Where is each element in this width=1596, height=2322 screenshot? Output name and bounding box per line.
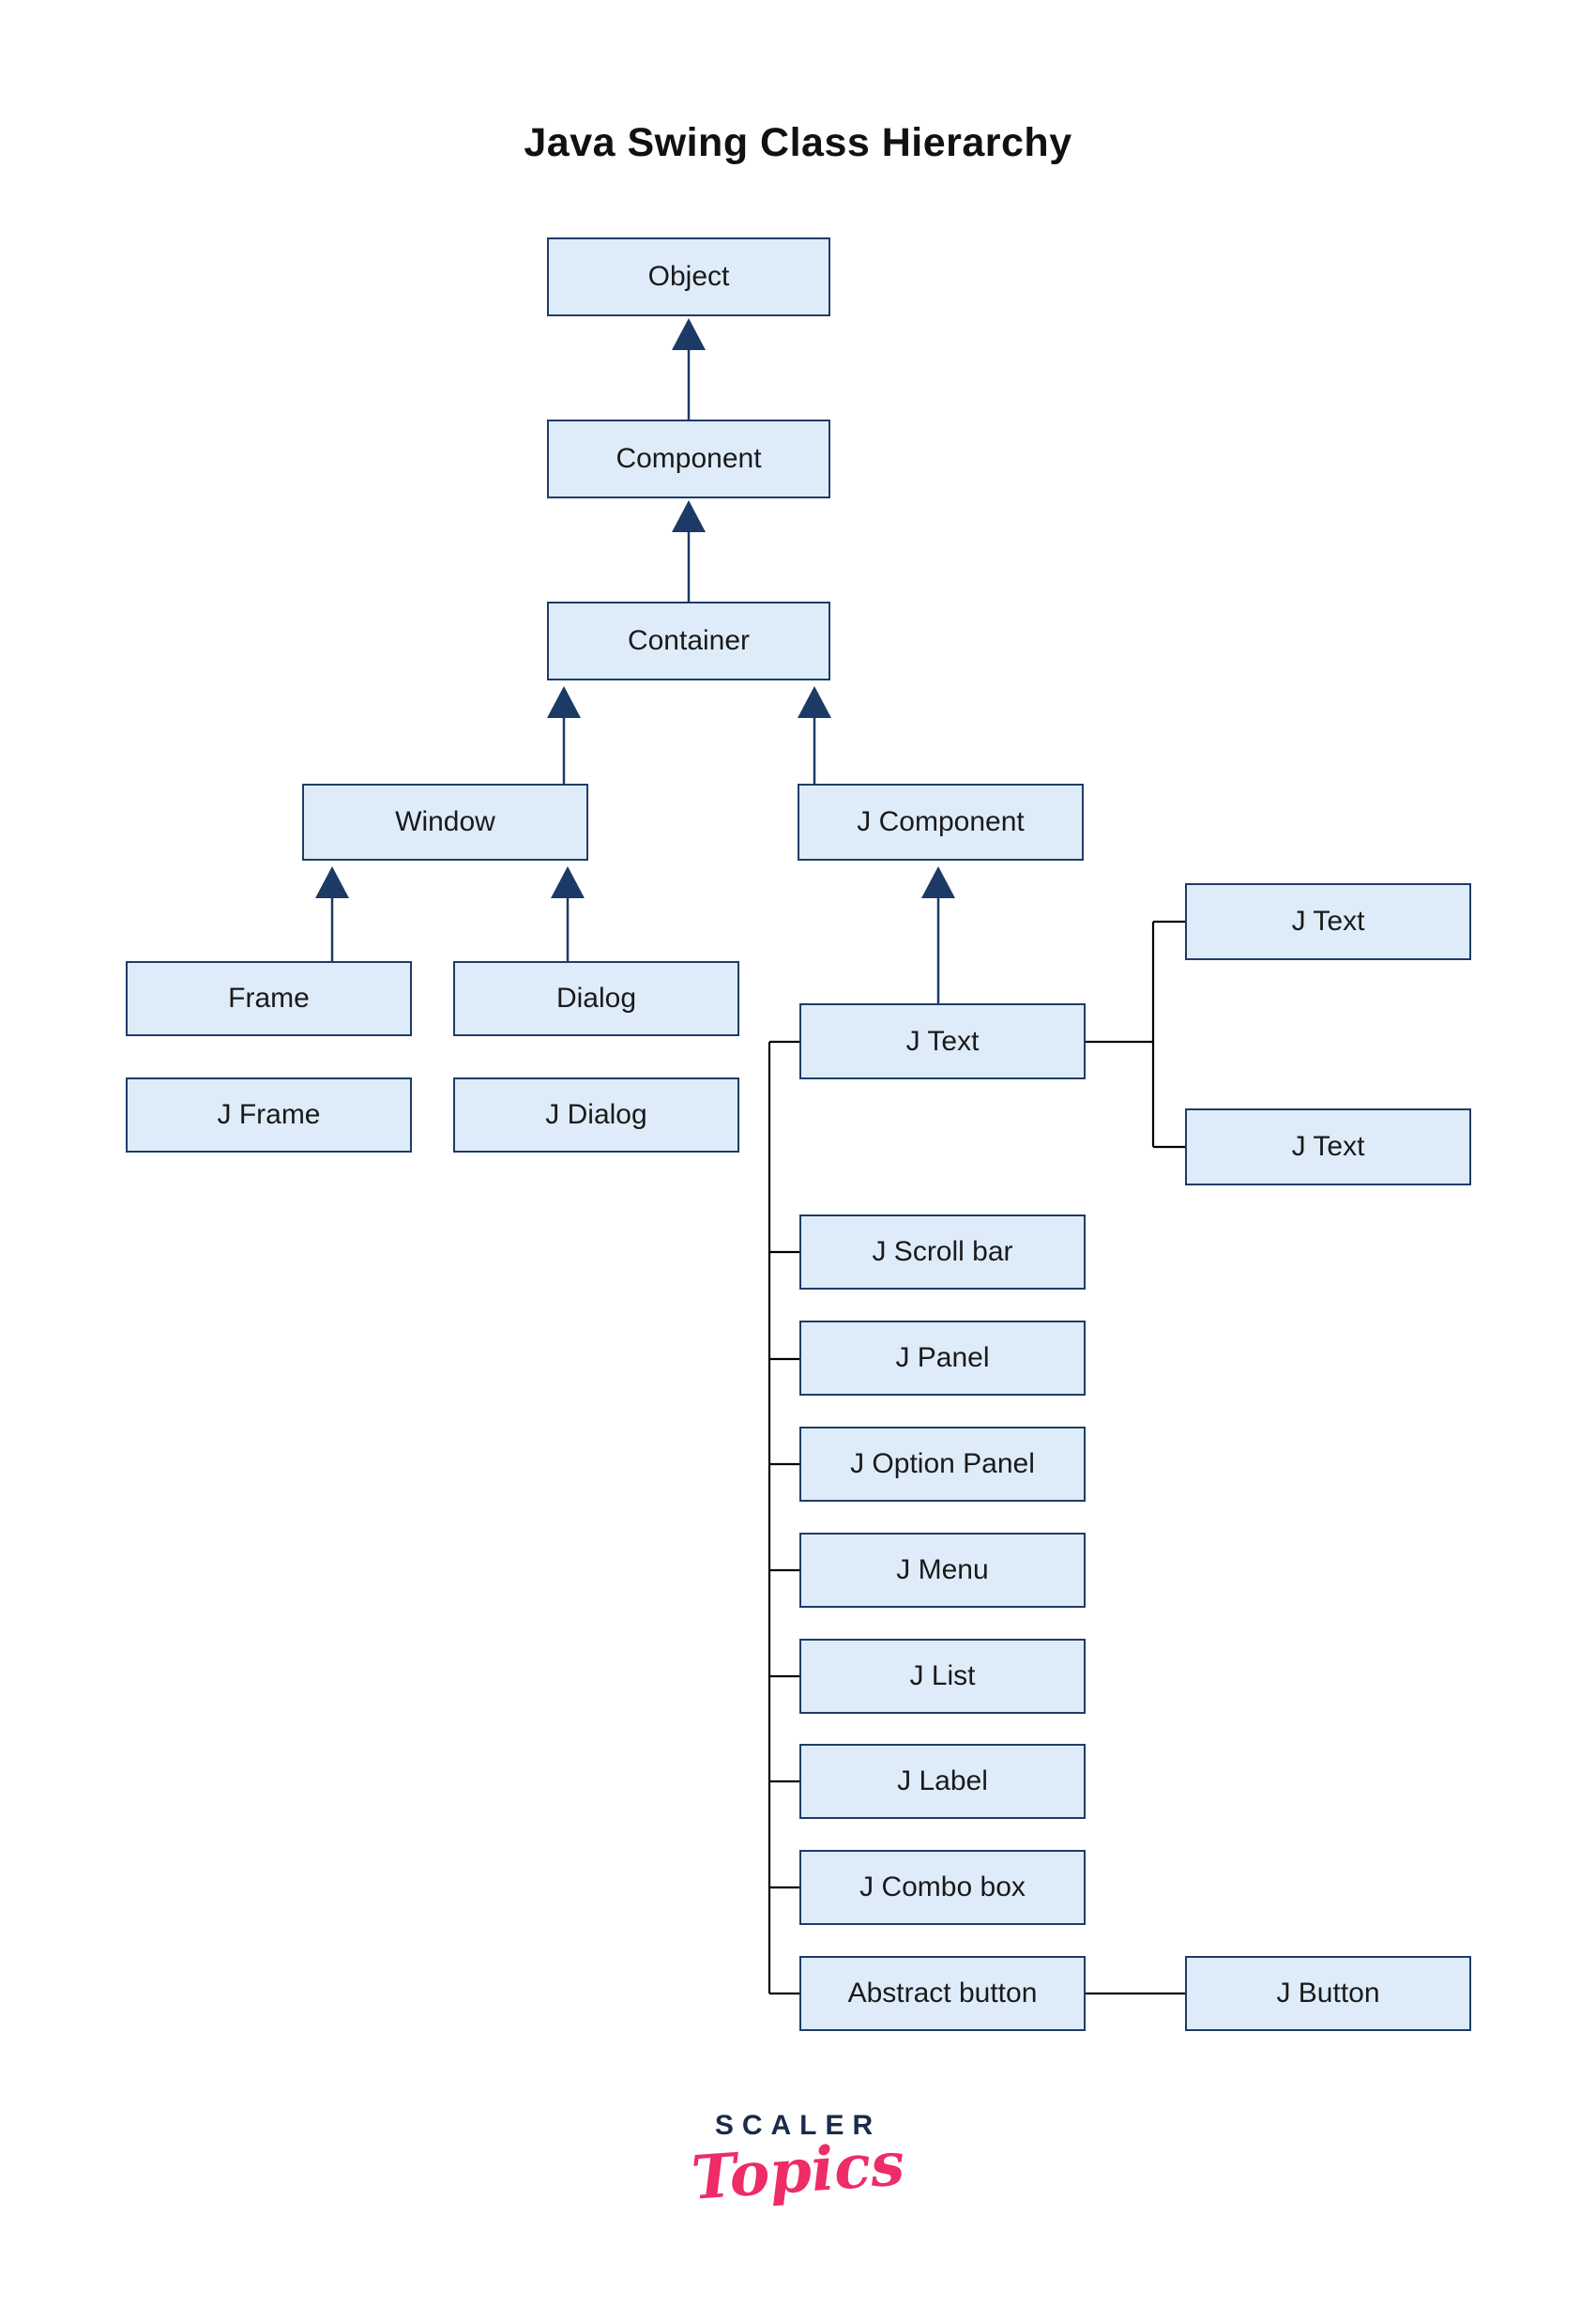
node-joptionpanel: J Option Panel <box>799 1427 1086 1502</box>
node-frame: Frame <box>126 961 412 1036</box>
node-jlist: J List <box>799 1639 1086 1714</box>
node-jdialog: J Dialog <box>453 1077 739 1153</box>
node-jcomponent: J Component <box>798 784 1084 861</box>
node-jtext-mid: J Text <box>799 1003 1086 1079</box>
node-container: Container <box>547 602 830 680</box>
diagram-title: Java Swing Class Hierarchy <box>524 120 1072 165</box>
node-jlabel: J Label <box>799 1744 1086 1819</box>
node-jmenu: J Menu <box>799 1533 1086 1608</box>
node-jtext-top: J Text <box>1185 883 1471 960</box>
node-jcombobox: J Combo box <box>799 1850 1086 1925</box>
node-jpanel: J Panel <box>799 1321 1086 1396</box>
node-dialog: Dialog <box>453 961 739 1036</box>
node-jtext-bottom: J Text <box>1185 1108 1471 1185</box>
scaler-topics-logo: SCALER Topics <box>0 2110 1596 2214</box>
node-jscrollbar: J Scroll bar <box>799 1214 1086 1290</box>
node-object: Object <box>547 237 830 316</box>
node-window: Window <box>302 784 588 861</box>
node-jbutton: J Button <box>1185 1956 1471 2031</box>
node-component: Component <box>547 420 830 498</box>
node-jframe: J Frame <box>126 1077 412 1153</box>
node-abstractbutton: Abstract button <box>799 1956 1086 2031</box>
logo-brand-text: SCALER <box>714 2110 882 2141</box>
